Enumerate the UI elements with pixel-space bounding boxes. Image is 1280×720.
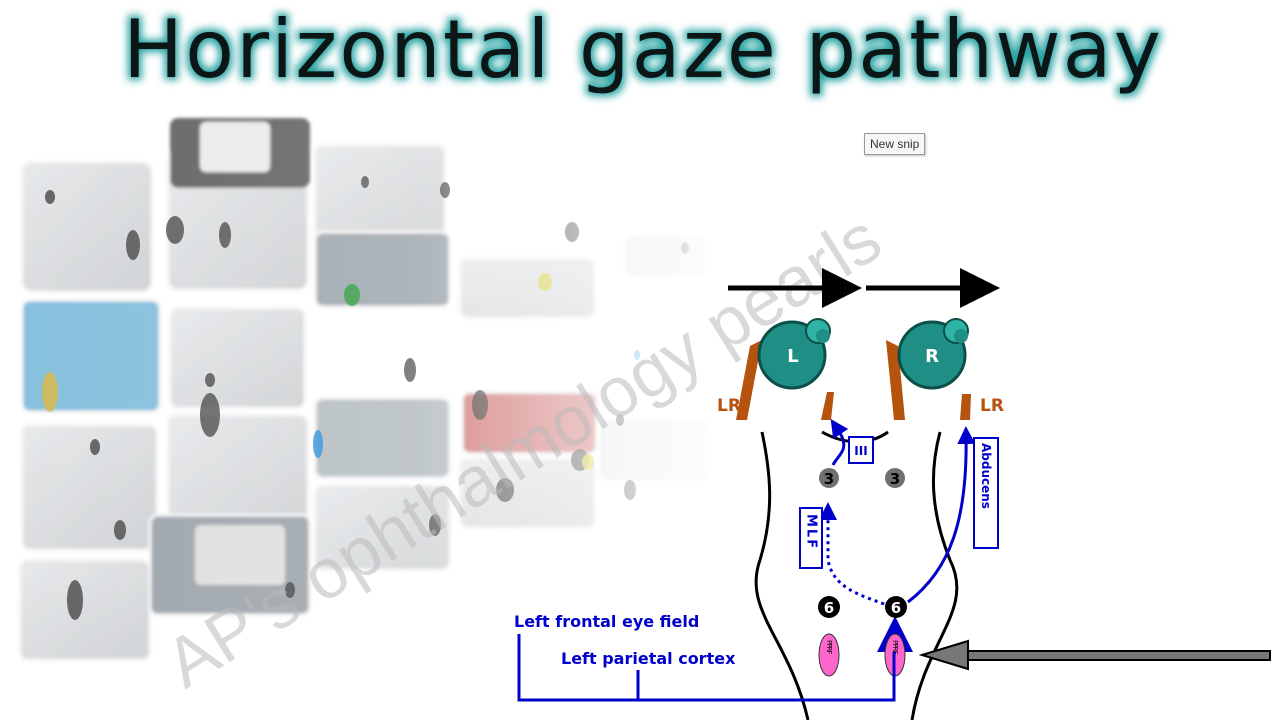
background-tiles xyxy=(0,105,760,720)
abducens-nerve-box xyxy=(973,437,999,549)
mlf-label: MLF xyxy=(804,514,819,550)
right-eye xyxy=(897,318,969,390)
oculomotor-nerve-label: III xyxy=(854,444,867,458)
left-oculomotor-nucleus xyxy=(819,468,839,488)
left-pprf xyxy=(818,633,840,677)
left-eye-label: L xyxy=(787,346,798,367)
brainstem-outline-right xyxy=(910,431,959,720)
left-abducens-nucleus xyxy=(818,596,840,618)
brainstem-outline-left xyxy=(754,431,810,720)
right-medial-rectus xyxy=(886,340,905,420)
cortical-input-pathway xyxy=(517,634,896,702)
mlf-path xyxy=(819,502,885,606)
left-pprf-label: PPRF xyxy=(825,640,833,654)
left-oculomotor-nucleus-label: 3 xyxy=(824,470,834,488)
right-oculomotor-nucleus-label: 3 xyxy=(890,470,900,488)
parietal-cortex-label: Left parietal cortex xyxy=(561,649,736,668)
left-abducens-nucleus-label: 6 xyxy=(824,599,834,617)
oculomotor-nerve-path xyxy=(830,419,849,466)
right-oculomotor-nucleus xyxy=(885,468,905,488)
oculomotor-nerve-box xyxy=(848,436,874,464)
abducens-nerve-label: Abducens xyxy=(979,443,993,509)
new-snip-button[interactable]: New snip xyxy=(864,133,926,155)
frontal-eye-field-label: Left frontal eye field xyxy=(514,612,699,631)
left-lr-label: LR xyxy=(717,396,741,416)
abducens-nerve-path xyxy=(907,426,976,604)
left-lateral-rectus xyxy=(736,340,762,420)
right-pprf-label: PPRF xyxy=(891,640,899,654)
right-lr-label: LR xyxy=(980,396,1004,416)
right-lateral-rectus xyxy=(960,394,971,420)
pointer-arrow xyxy=(918,639,1271,671)
page-title: Horizontal gaze pathway xyxy=(123,3,1163,96)
right-abducens-nucleus-label: 6 xyxy=(891,599,901,617)
right-abducens-nucleus xyxy=(885,596,907,618)
right-eye-label: R xyxy=(925,346,939,367)
left-eye xyxy=(757,318,831,390)
mlf-box xyxy=(799,507,823,569)
left-medial-rectus xyxy=(821,392,834,420)
